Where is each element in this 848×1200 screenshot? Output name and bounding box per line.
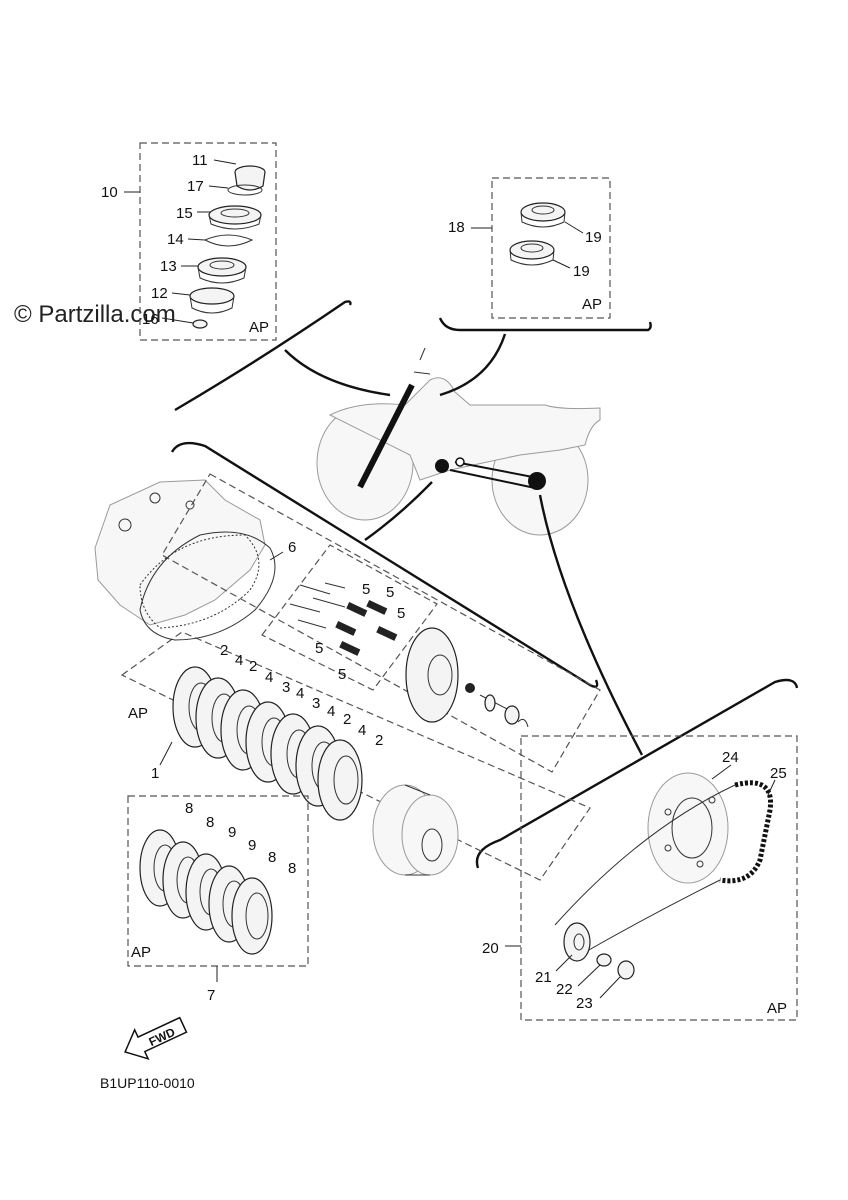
clutch-basket[interactable] [372,784,459,876]
callout-14: 14 [167,231,184,248]
callout-10: 10 [101,184,118,201]
callout-1: 1 [151,765,159,782]
callout-6: 6 [288,539,296,556]
clutch-bolts[interactable] [289,582,346,629]
part-24-rear-sprocket[interactable] [647,772,729,884]
section-dividers [170,300,799,869]
callout-5-a: 5 [362,581,370,598]
part-19-bearing-lower[interactable] [509,240,555,266]
ap-label-group-10: AP [249,319,269,336]
callout-12: 12 [151,285,168,302]
callout-8-b: 8 [206,814,214,831]
part-14-washer[interactable] [203,234,254,247]
part-11-collar[interactable] [234,165,266,191]
callout-3-b: 3 [312,695,320,712]
callout-4-b: 4 [265,669,273,686]
part-6-gasket[interactable] [139,531,276,641]
group-10-box [139,142,277,341]
part-8-9-plates[interactable] [139,829,273,955]
callout-13: 13 [160,258,177,275]
callout-8-c: 8 [268,849,276,866]
callout-20: 20 [482,940,499,957]
callout-8-a: 8 [185,800,193,817]
part-21-front-sprocket[interactable] [563,922,591,962]
callout-5-c: 5 [397,605,405,622]
part-19-bearing-upper[interactable] [520,202,566,228]
part-25-drive-chain[interactable] [719,780,774,884]
diagram-code: B1UP110-0010 [100,1075,195,1091]
crankcase-cover [94,479,266,629]
ap-label-group-20: AP [767,1000,787,1017]
callout-8-d: 8 [288,860,296,877]
pushrod-assembly[interactable] [479,694,529,728]
swingarm-bearing-group: 19 19 18 AP [448,177,611,319]
callout-5-d: 5 [315,640,323,657]
spring-box [261,544,438,691]
callout-5-e: 5 [338,666,346,683]
callout-9-b: 9 [248,837,256,854]
callout-19-upper: 19 [585,229,602,246]
part-23-nut[interactable] [617,960,635,980]
clutch-group: 6 5 5 5 5 5 [120,473,601,881]
ap-label-clutch: AP [128,705,148,722]
part-17-o-ring[interactable] [227,184,263,196]
part-22-lock-washer[interactable] [596,953,612,967]
steering-bearing-group: 11 17 15 14 13 12 16 10 AP [101,142,277,341]
drive-chain-group: 24 25 20 21 22 23 AP [482,735,798,1021]
friction-plate-kit-group: 8 8 9 9 8 8 7 AP [127,795,309,1004]
callout-2-b: 2 [249,658,257,675]
swingarm-pivot-marker [435,459,449,473]
part-15-seal[interactable] [208,205,262,230]
callout-9-a: 9 [228,824,236,841]
fwd-label: FWD [147,1025,178,1049]
motorcycle-silhouette [284,333,644,756]
callout-3-a: 3 [282,679,290,696]
group-18-box [491,177,611,319]
pressure-plate[interactable] [405,627,475,723]
callout-17: 17 [187,178,204,195]
callout-4-c: 4 [296,685,304,702]
fwd-arrow-icon: FWD [124,1016,188,1061]
friction-and-steel-plates[interactable] [172,666,363,821]
part-5-springs[interactable] [335,600,398,656]
group-20-box [520,735,798,1021]
callout-22: 22 [556,981,573,998]
front-fork-highlight [357,383,415,489]
callout-23: 23 [576,995,593,1012]
callout-4-d: 4 [327,703,335,720]
part-16-nut[interactable] [192,319,208,329]
callout-4-a: 4 [235,652,243,669]
callout-7: 7 [207,987,215,1004]
ap-label-group-18: AP [582,296,602,313]
ap-label-group-7: AP [131,944,151,961]
callout-2-c: 2 [343,711,351,728]
group-7-box [127,795,309,967]
watermark: © Partzilla.com [14,301,176,328]
clutch-outer-box [161,473,601,773]
part-12-race[interactable] [189,287,235,314]
callout-2-d: 2 [375,732,383,749]
callout-21: 21 [535,969,552,986]
callout-24: 24 [722,749,739,766]
callout-16: 16 [142,311,159,328]
part-13-bearing[interactable] [197,257,247,284]
callout-19-lower: 19 [573,263,590,280]
callout-5-b: 5 [386,584,394,601]
callout-25: 25 [770,765,787,782]
callout-2-a: 2 [220,642,228,659]
callout-4-e: 4 [358,722,366,739]
callout-11: 11 [192,152,208,169]
callout-15: 15 [176,205,193,222]
callout-18: 18 [448,219,465,236]
rear-sprocket-marker [528,472,546,490]
